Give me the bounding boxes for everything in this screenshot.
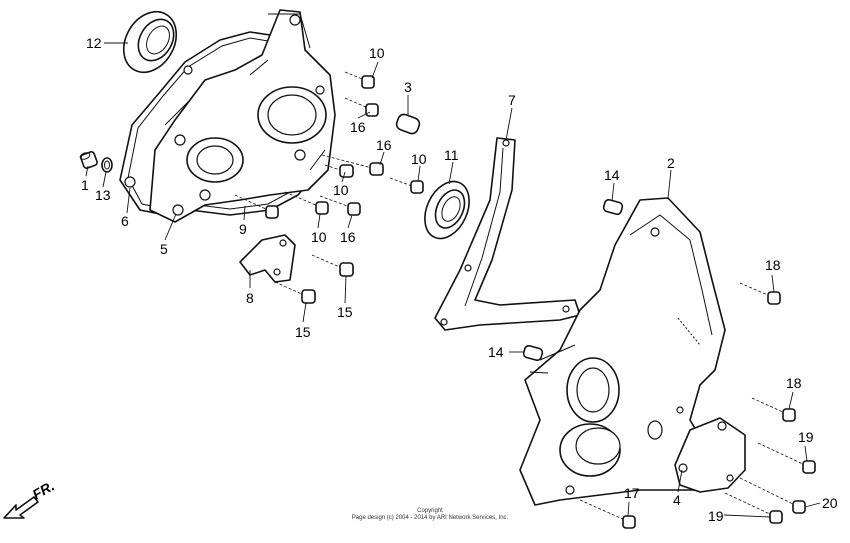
bolt-10-mid[interactable] [324,164,354,178]
fr-arrow-icon: FR. [3,477,57,519]
part-8-bracket[interactable] [239,234,296,283]
callout-18: 18 [765,257,781,273]
part-3-dowel[interactable] [395,113,421,136]
callout-3: 3 [404,79,412,95]
bolt-20[interactable] [739,477,806,514]
callout-11: 11 [444,147,459,163]
bolt-10-upper[interactable] [344,71,375,89]
bolt-16-lower[interactable] [319,195,361,216]
callout-6: 6 [121,213,129,229]
bolt-15-right[interactable] [311,254,354,277]
callout-16: 16 [376,137,392,153]
bolt-19-lower[interactable] [724,492,783,524]
callout-16: 16 [350,119,366,135]
callout-10: 10 [369,45,385,61]
leader-lines [85,42,821,518]
callout-16: 16 [340,229,356,245]
callout-7: 7 [508,92,516,108]
callout-19: 19 [798,429,814,445]
callout-10: 10 [311,229,327,245]
bolt-16-mid[interactable] [321,154,384,176]
callout-numbers: 12 10 3 16 7 16 10 11 2 14 10 1 13 6 9 1… [81,35,838,524]
callout-9: 9 [239,221,247,237]
part-5-rear-cover[interactable] [149,9,336,223]
copyright-line1: Copyright [417,508,443,514]
part-4-cover[interactable] [674,417,746,493]
part-7-gasket[interactable] [434,137,581,331]
bolt-17[interactable] [579,499,636,529]
callout-2: 2 [667,155,675,171]
bolt-10-lower[interactable] [284,191,329,215]
callout-5: 5 [160,241,168,257]
part-14-dowel-lower[interactable] [522,344,544,362]
part-13-o-ring[interactable] [101,157,113,173]
bolt-10-right[interactable] [389,177,424,194]
callout-8: 8 [246,290,254,306]
callout-12: 12 [86,35,102,51]
callout-10: 10 [411,151,427,167]
callout-4: 4 [673,492,681,508]
copyright-line2: Page design (c) 2004 - 2014 by ARI Netwo… [351,515,509,521]
bolt-18-upper[interactable] [739,282,781,305]
bolt-16-upper[interactable] [344,97,379,117]
bolt-15-left[interactable] [274,281,316,304]
part-14-dowel-upper[interactable] [602,198,624,216]
callout-13: 13 [95,187,111,203]
callout-20: 20 [822,495,838,511]
copyright-notice: Copyright Page design (c) 2004 - 2014 by… [300,508,560,522]
part-1-dowel-pin[interactable] [79,151,98,169]
callout-18: 18 [786,375,802,391]
callout-19: 19 [708,508,724,524]
callout-14: 14 [488,344,504,360]
callout-15: 15 [337,304,353,320]
callout-1: 1 [81,177,89,193]
callout-10: 10 [333,182,349,198]
part-11-oil-seal[interactable] [416,174,478,245]
callout-15: 15 [295,324,311,340]
bolt-18-lower[interactable] [751,397,796,422]
callout-14: 14 [604,167,620,183]
bolt-19-upper[interactable] [757,442,816,474]
bolt-9[interactable] [234,194,279,219]
part-12-oil-seal[interactable] [113,2,187,81]
callout-17: 17 [624,485,640,501]
part-2-front-cover[interactable] [519,197,726,506]
